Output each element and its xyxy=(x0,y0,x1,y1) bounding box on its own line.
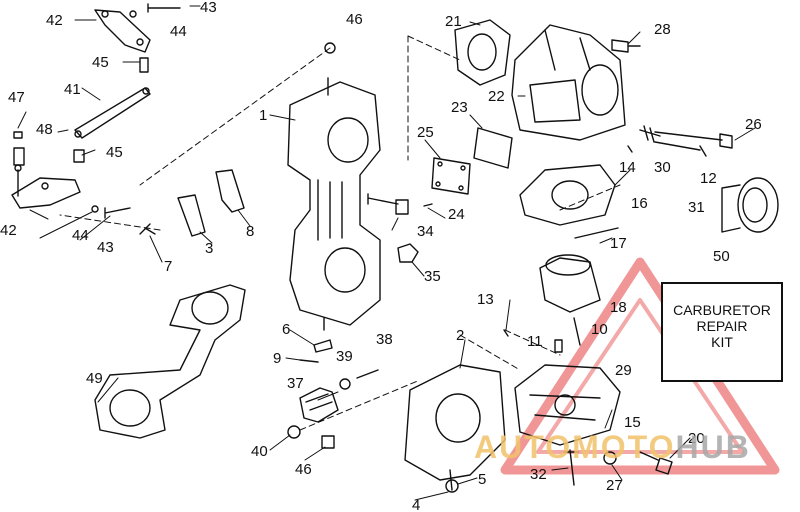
gasket-49 xyxy=(94,284,246,439)
callout-4: 4 xyxy=(412,497,421,512)
float-31-50 xyxy=(721,177,779,233)
callout-32: 32 xyxy=(530,466,547,483)
leader-lines xyxy=(17,5,756,501)
small-parts-lower-left xyxy=(287,339,379,449)
callout-11: 11 xyxy=(527,333,543,350)
plates-23-25 xyxy=(423,127,513,207)
callout-9: 9 xyxy=(273,350,282,367)
float-bowl-29 xyxy=(514,364,621,446)
callout-44-top: 44 xyxy=(170,23,187,40)
carburetor-body-1 xyxy=(287,77,381,331)
callout-14: 14 xyxy=(619,159,636,176)
callout-25: 25 xyxy=(417,124,434,141)
callout-49: 49 xyxy=(86,370,103,387)
callout-50: 50 xyxy=(713,248,730,265)
callout-47: 47 xyxy=(8,89,25,106)
brackets-3-8 xyxy=(177,169,245,237)
callout-24: 24 xyxy=(448,206,465,223)
carburetor-repair-kit-box: CARBURETOR REPAIR KIT xyxy=(661,282,783,382)
callout-2: 2 xyxy=(456,327,465,344)
callout-46-bottom: 46 xyxy=(295,461,312,478)
callout-12: 12 xyxy=(700,170,717,187)
alignment-lines xyxy=(59,35,621,431)
callout-40: 40 xyxy=(251,443,268,460)
gasket-21 xyxy=(454,19,511,86)
callout-10: 10 xyxy=(591,321,608,338)
fasteners-20-27-32 xyxy=(563,449,673,486)
callout-30: 30 xyxy=(654,159,671,176)
callout-5: 5 xyxy=(478,471,487,488)
callout-16: 16 xyxy=(631,195,648,212)
link-rod-41 xyxy=(74,87,151,139)
carburetor-body-2 xyxy=(404,364,506,493)
watermark-part-1: AUTOMOTO xyxy=(474,429,676,465)
callout-23: 23 xyxy=(451,99,468,116)
callout-44-bottom: 44 xyxy=(72,227,89,244)
gasket-16 xyxy=(519,164,616,226)
small-fasteners xyxy=(13,3,336,235)
kit-line-1: CARBURETOR xyxy=(673,302,771,318)
callout-22: 22 xyxy=(488,88,505,105)
callout-21: 21 xyxy=(445,13,462,30)
lever-42-lower xyxy=(11,164,81,209)
pin-17 xyxy=(574,227,619,239)
callout-13: 13 xyxy=(477,291,494,308)
callout-31: 31 xyxy=(688,199,705,216)
watermark-text: AUTOMOTOHUB xyxy=(474,431,751,463)
float-18 xyxy=(539,254,601,313)
callout-46-top: 46 xyxy=(346,11,363,28)
callout-35: 35 xyxy=(424,268,441,285)
callout-42-bottom: 42 xyxy=(0,222,17,239)
callout-7: 7 xyxy=(164,258,173,275)
callout-42-top: 42 xyxy=(46,12,63,29)
callout-29: 29 xyxy=(615,362,632,379)
callout-6: 6 xyxy=(282,321,291,338)
callout-43-top: 43 xyxy=(200,0,217,16)
callout-1: 1 xyxy=(259,107,268,124)
needle-10-11-13 xyxy=(503,317,581,353)
callout-17: 17 xyxy=(610,235,627,252)
watermark-part-2: HUB xyxy=(675,429,751,465)
callout-45-top: 45 xyxy=(92,54,109,71)
callout-8: 8 xyxy=(246,223,255,240)
kit-line-3: KIT xyxy=(711,334,733,350)
silencer-22 xyxy=(511,24,626,141)
callout-26: 26 xyxy=(745,116,762,133)
callout-41: 41 xyxy=(64,81,81,98)
callout-27: 27 xyxy=(606,477,623,494)
callout-45-bottom: 45 xyxy=(106,144,123,161)
callout-3: 3 xyxy=(205,240,214,257)
callout-34: 34 xyxy=(417,223,434,240)
callout-48: 48 xyxy=(36,121,53,138)
callout-38: 38 xyxy=(376,331,393,348)
lever-42-upper xyxy=(94,9,151,53)
callout-39: 39 xyxy=(336,348,353,365)
callout-28: 28 xyxy=(654,21,671,38)
callout-37: 37 xyxy=(287,375,304,392)
callout-15: 15 xyxy=(624,414,641,431)
screws-12-26-28-30 xyxy=(611,39,733,157)
callout-20: 20 xyxy=(688,430,705,447)
callout-18: 18 xyxy=(610,299,627,316)
screw-34-nut-35 xyxy=(367,193,419,263)
kit-line-2: REPAIR xyxy=(696,318,748,334)
callout-43-bottom: 43 xyxy=(97,239,114,256)
